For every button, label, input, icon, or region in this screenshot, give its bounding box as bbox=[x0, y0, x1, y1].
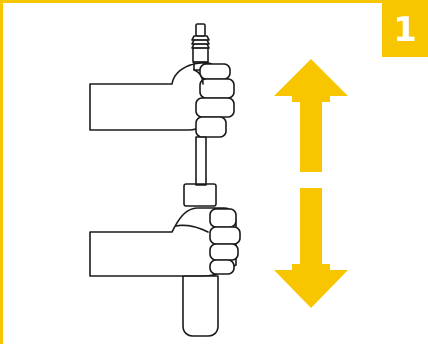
frame-border-left bbox=[0, 0, 3, 344]
step-number-badge: 1 bbox=[382, 3, 428, 57]
tool-handle bbox=[182, 275, 219, 337]
hand-icon bbox=[89, 62, 235, 138]
tool-tip bbox=[191, 23, 210, 63]
up-down-arrow-icon bbox=[274, 59, 348, 308]
hand-icon bbox=[89, 207, 241, 277]
tool-collar bbox=[183, 183, 217, 207]
frame-border-top bbox=[0, 0, 428, 3]
tool-shaft-middle bbox=[195, 136, 207, 186]
